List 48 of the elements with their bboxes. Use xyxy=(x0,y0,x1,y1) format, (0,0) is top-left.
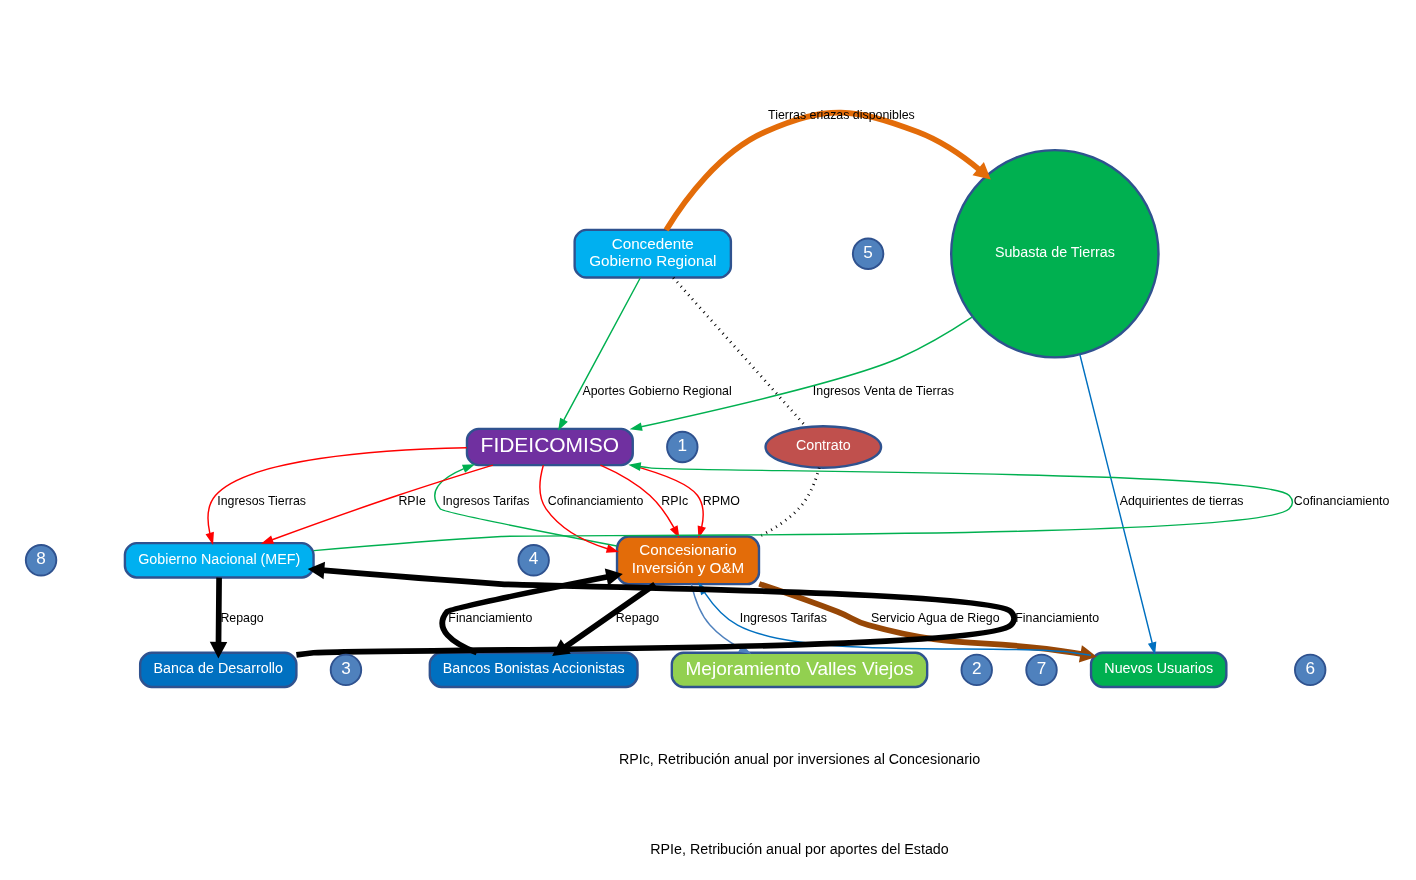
node-box: FIDEICOMISO xyxy=(465,427,634,467)
node-box: Concedente Gobierno Regional xyxy=(572,228,732,279)
edge-label: Ingresos Venta de Tierras xyxy=(812,384,954,399)
arrow xyxy=(260,464,494,544)
arrow xyxy=(1078,354,1156,655)
edge-label: RPMO xyxy=(702,494,740,509)
node-box: Mejoramiento Valles Viejos xyxy=(670,651,928,689)
node-ellipse: Contrato xyxy=(763,425,882,469)
node-circle: 7 xyxy=(1024,653,1058,687)
node-circle: Subasta de Tierras xyxy=(949,148,1160,359)
node-circle: 1 xyxy=(665,430,698,464)
arrow xyxy=(629,464,706,539)
arrow xyxy=(433,464,617,547)
edge-label: Ingresos Tierras xyxy=(216,494,306,509)
node-box: Gobierno Nacional (MEF) xyxy=(123,541,315,579)
node-circle: 3 xyxy=(329,653,362,687)
edge-label: Financiamiento xyxy=(447,610,532,625)
edge-label: Ingresos Tarifas xyxy=(441,494,530,509)
arrow xyxy=(205,447,467,545)
node-box: Banca de Desarrollo xyxy=(138,651,298,689)
arrow xyxy=(599,464,679,539)
node-circle: 4 xyxy=(516,544,550,577)
arrow xyxy=(312,462,1293,552)
edge-label: Adquirientes de tierras xyxy=(1119,494,1243,509)
edge-label: RPIc xyxy=(660,494,688,509)
arrow xyxy=(557,277,641,431)
arrow xyxy=(757,581,1097,663)
node-circle: 6 xyxy=(1293,653,1326,687)
edge-label: Cofinanciamiento xyxy=(1293,494,1389,509)
edge-label: Repago xyxy=(615,610,659,625)
arrow xyxy=(538,464,619,553)
node-box: Bancos Bonistas Accionistas xyxy=(428,651,639,689)
node-circle: 5 xyxy=(851,237,884,270)
arrow xyxy=(629,316,973,431)
node-circle: 8 xyxy=(24,544,57,577)
arrow xyxy=(209,577,227,659)
edge-label: Financiamiento xyxy=(1014,610,1099,625)
edge-label: Ingresos Tarifas xyxy=(739,610,827,625)
label: RPIe, Retribución anual por aportes del Estado xyxy=(649,841,949,858)
node-box: Concesionario Inversión y O&M xyxy=(615,535,760,586)
node-circle: 2 xyxy=(960,653,993,687)
edge-label: Aportes Gobierno Regional xyxy=(581,384,732,399)
edge-label: Cofinanciamiento xyxy=(547,494,643,509)
label: RPIc, Retribución anual por inversiones al Concesionario xyxy=(618,750,980,767)
edge-label: Servicio Agua de Riego xyxy=(870,610,1000,625)
arrow xyxy=(663,109,991,232)
node-box: Nuevos Usuarios xyxy=(1089,651,1228,689)
edge-label: RPIe xyxy=(397,494,426,509)
